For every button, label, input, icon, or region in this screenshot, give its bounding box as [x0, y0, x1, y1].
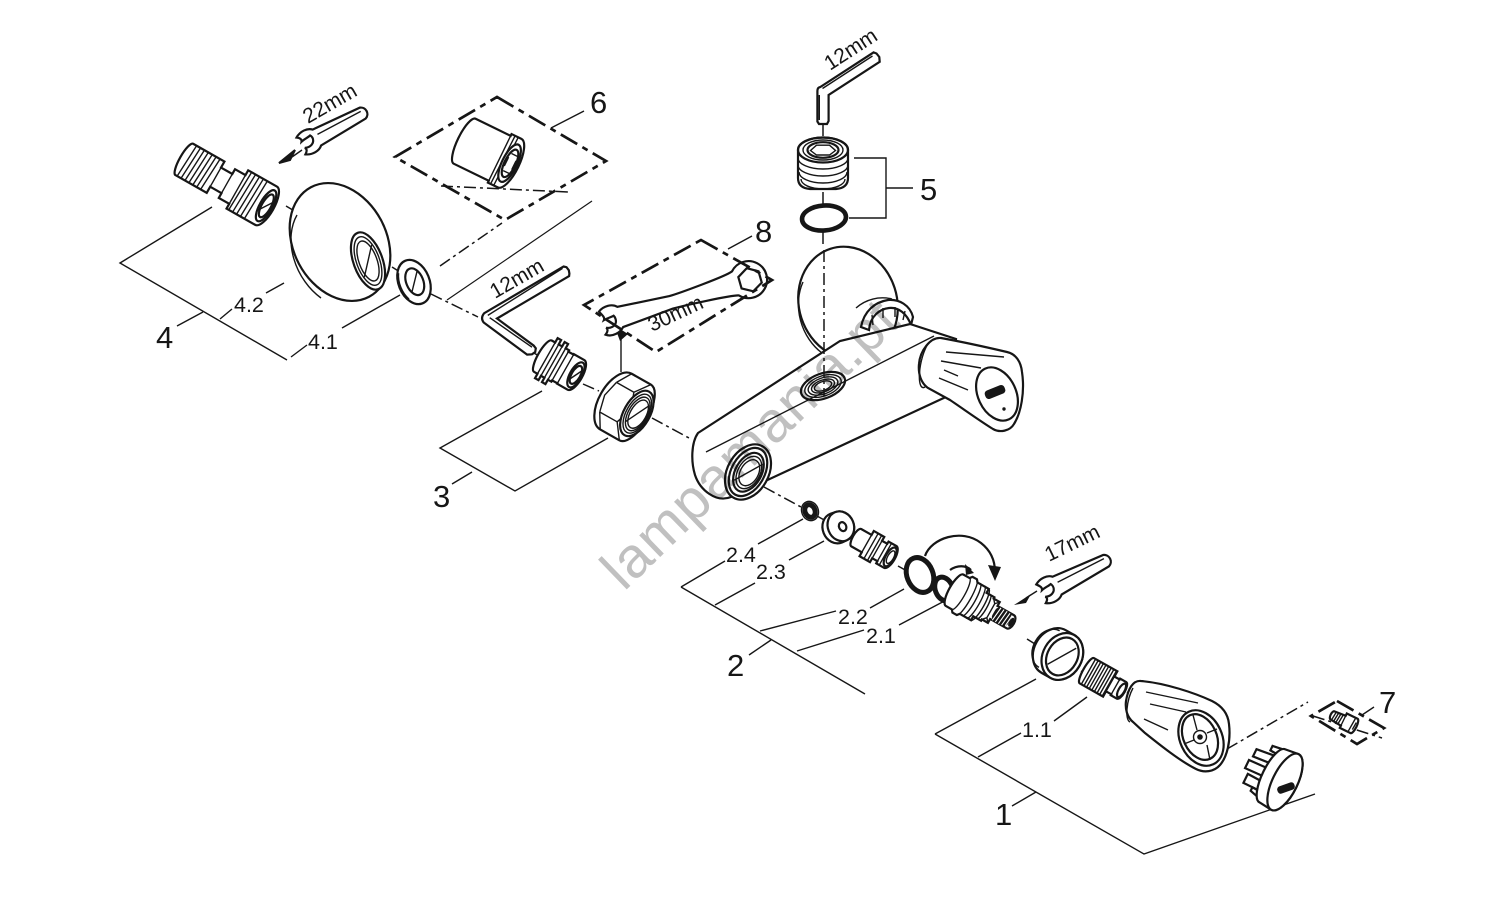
svg-text:5: 5	[920, 172, 937, 207]
svg-text:7: 7	[1379, 685, 1396, 720]
svg-text:2.1: 2.1	[866, 624, 896, 648]
svg-text:2.4: 2.4	[726, 543, 756, 567]
svg-text:4.2: 4.2	[234, 293, 264, 317]
svg-text:2.3: 2.3	[756, 560, 786, 584]
svg-text:8: 8	[755, 214, 772, 249]
svg-text:1.1: 1.1	[1022, 718, 1052, 742]
svg-text:2.2: 2.2	[838, 605, 868, 629]
svg-text:2: 2	[727, 648, 744, 683]
svg-text:4.1: 4.1	[308, 330, 338, 354]
svg-text:3: 3	[433, 479, 450, 514]
svg-text:4: 4	[156, 320, 173, 355]
svg-text:6: 6	[590, 85, 607, 120]
svg-text:1: 1	[995, 797, 1012, 832]
